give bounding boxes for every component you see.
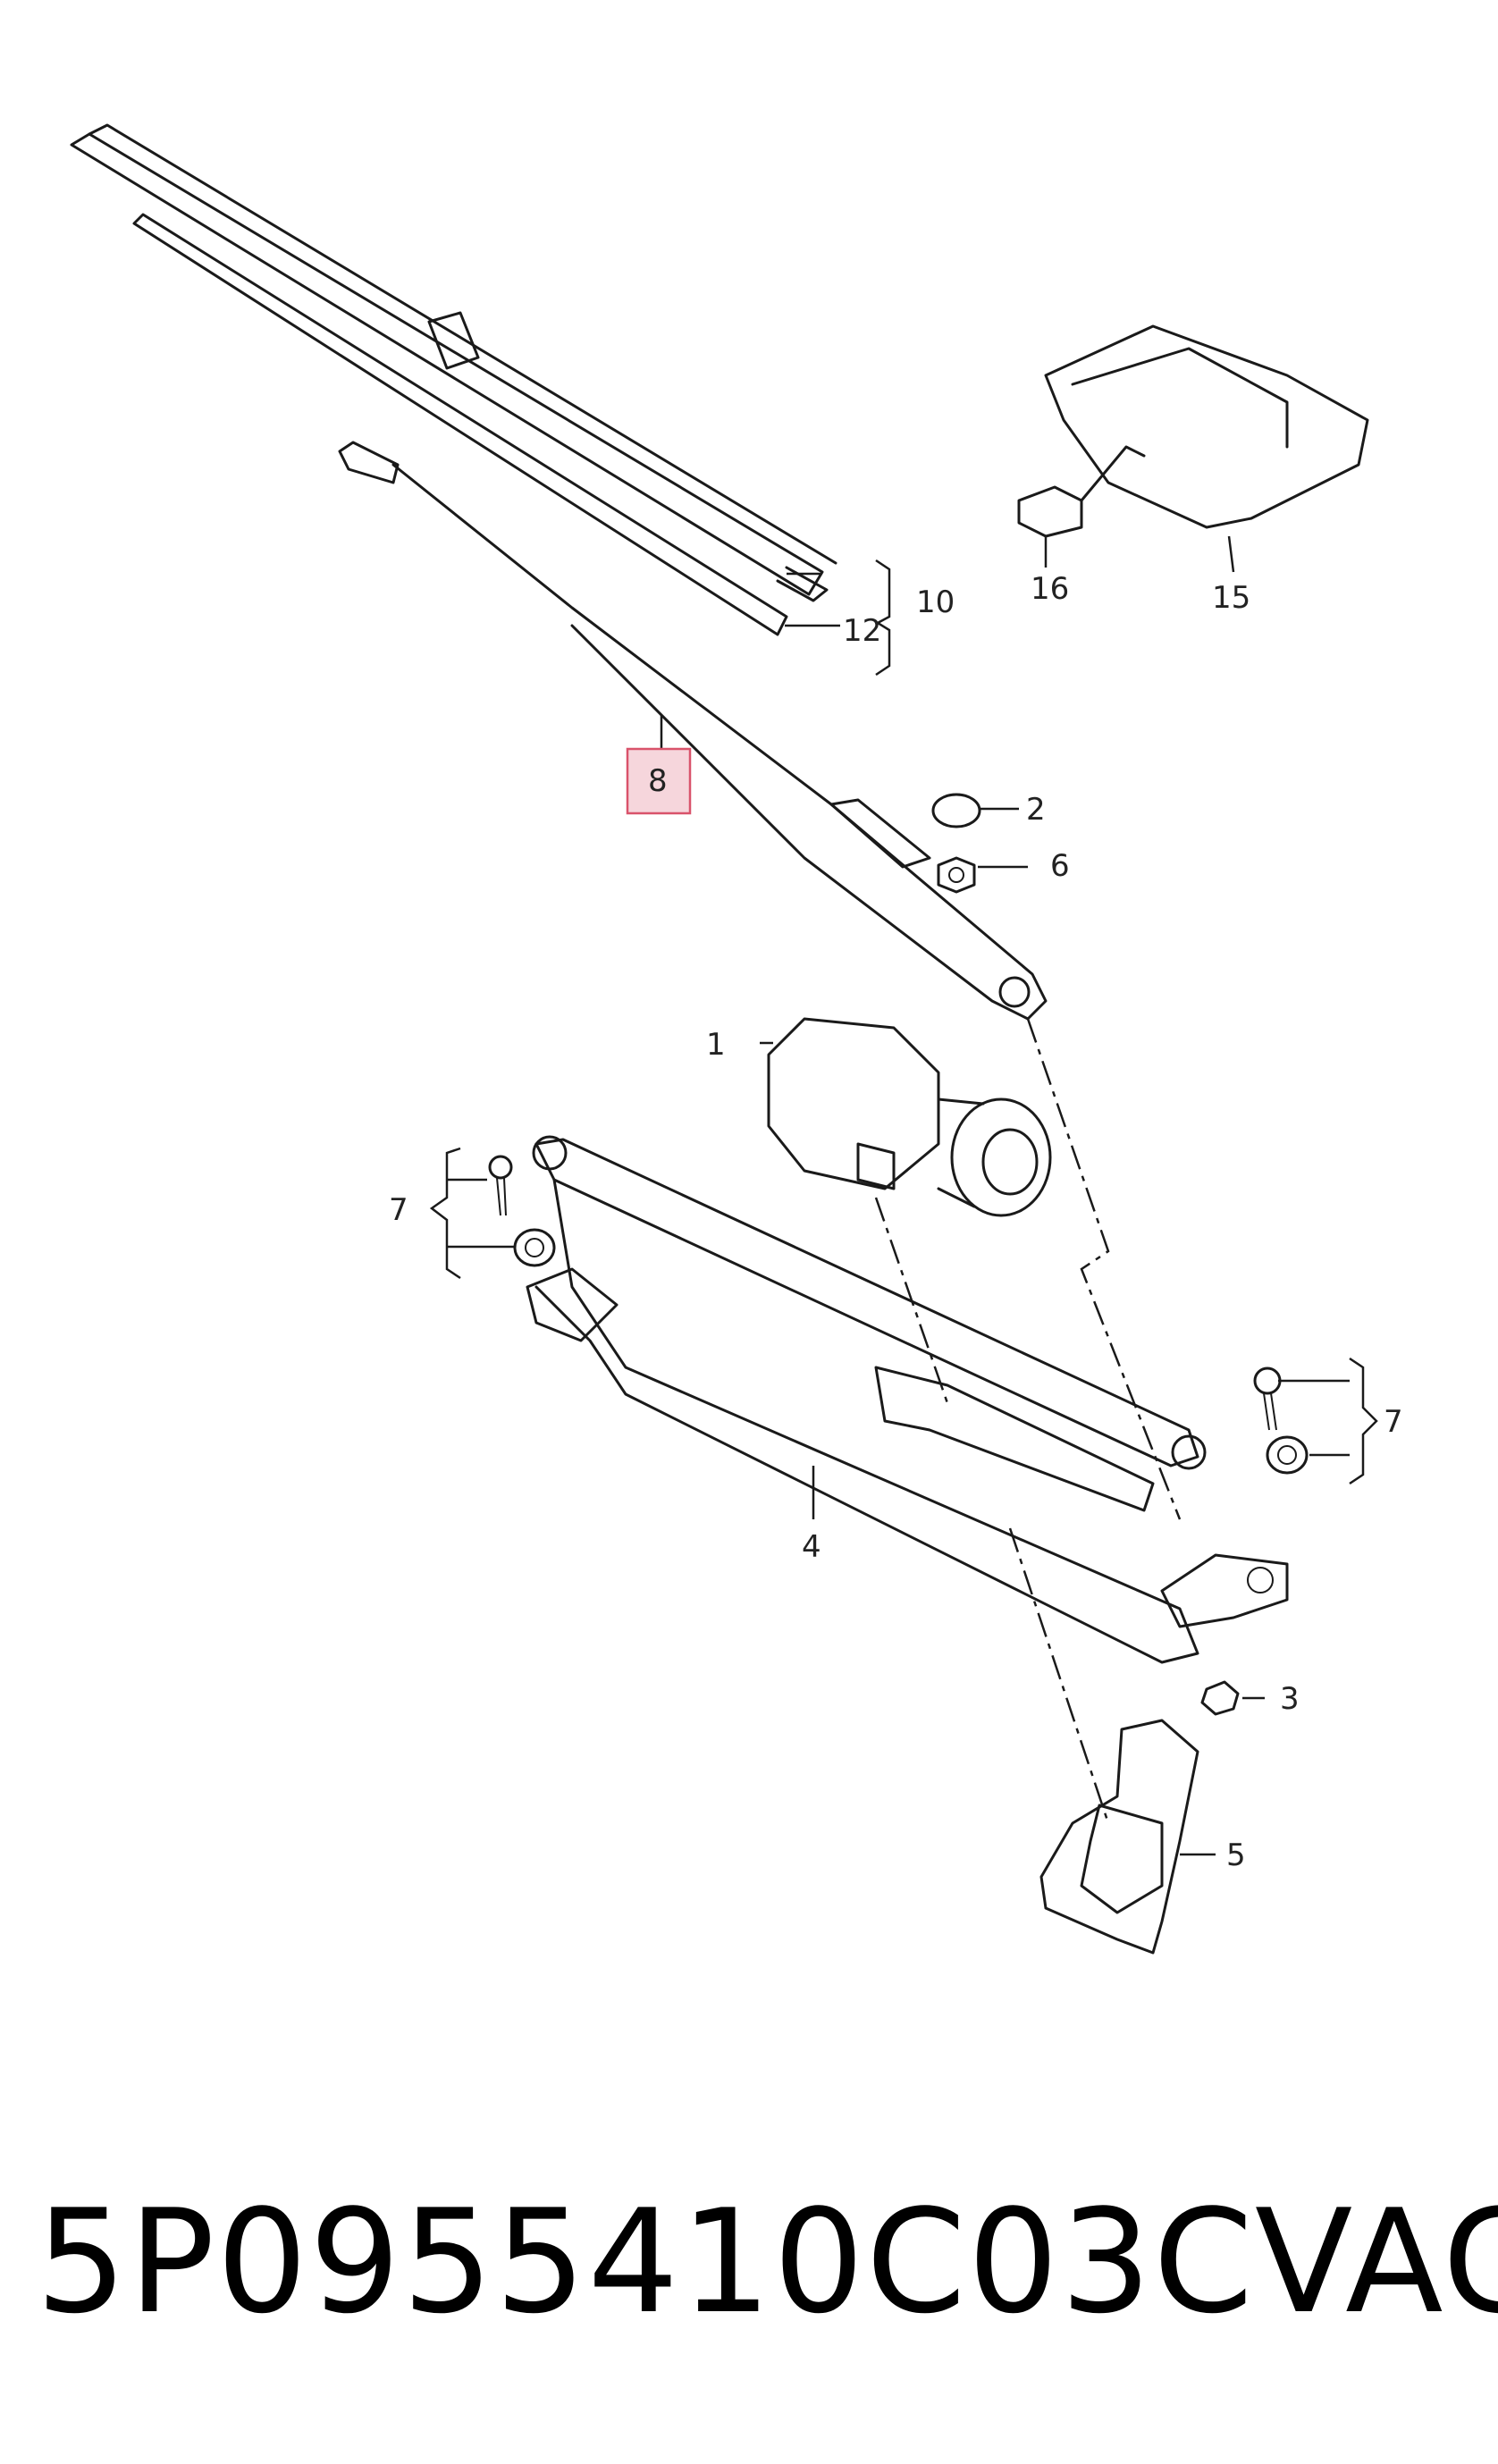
callout-8: 8: [648, 763, 668, 799]
wiper-blade: [70, 123, 837, 636]
callout-1: 1: [706, 1027, 726, 1063]
callout-4: 4: [802, 1529, 821, 1565]
callout-10: 10: [916, 584, 955, 620]
callout-8-highlight: [626, 747, 692, 815]
callout-7-right: 7: [1384, 1404, 1403, 1440]
bolts-and-bushings: [488, 1155, 1309, 1475]
wiper-arm: [338, 441, 1048, 1021]
nut-and-bracket: [1039, 1680, 1240, 1955]
callout-12: 12: [843, 613, 881, 649]
callout-3: 3: [1280, 1681, 1300, 1717]
caption: 5P0955410C03C VAG: [36, 2172, 1498, 2350]
rain-sensor: [1017, 324, 1369, 538]
brand-name: VAG: [1254, 2177, 1498, 2345]
leader-lines: [429, 535, 1378, 1856]
callout-6: 6: [1050, 848, 1070, 884]
callout-2: 2: [1026, 792, 1046, 828]
callout-15: 15: [1212, 580, 1250, 616]
callout-5: 5: [1226, 1837, 1246, 1873]
part-number: 5P0955410C03C: [36, 2177, 1255, 2345]
callout-16: 16: [1031, 571, 1069, 607]
wiper-linkage: [526, 1135, 1289, 1664]
cap-and-nut: [931, 793, 981, 894]
callout-7-left: 7: [389, 1192, 408, 1228]
wiper-motor: [767, 1017, 1052, 1217]
assembly-lines: [874, 1018, 1182, 1824]
